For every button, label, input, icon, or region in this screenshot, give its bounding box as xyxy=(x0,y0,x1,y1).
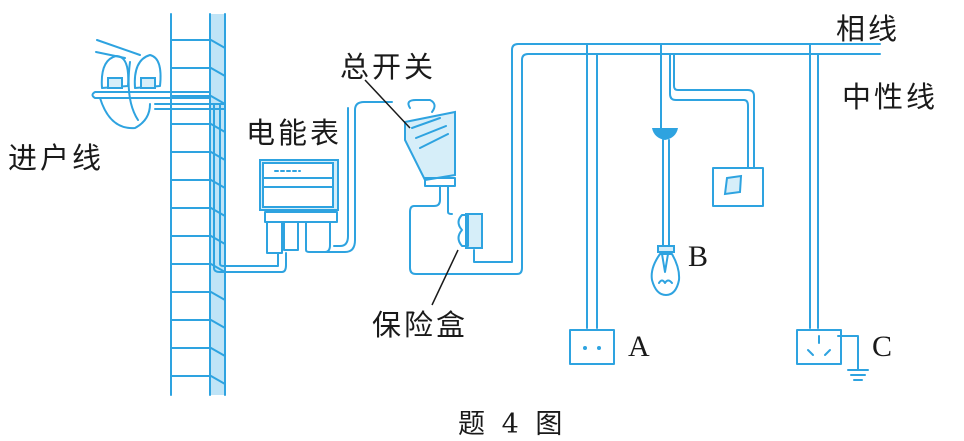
figure-caption: 题 4 图 xyxy=(458,409,567,440)
socket-c xyxy=(796,329,869,381)
brick-edge xyxy=(210,95,226,105)
brick-edge xyxy=(210,319,226,329)
energy-meter xyxy=(259,159,339,254)
main-switch xyxy=(364,79,456,187)
ceiling-rose xyxy=(652,128,678,140)
label-neutral-line: 中性线 xyxy=(842,80,939,114)
label-energy-meter: 电能表 xyxy=(246,116,343,150)
brick-edge xyxy=(210,291,226,301)
label-incoming-line: 进户线 xyxy=(8,141,105,175)
label-phase-line: 相线 xyxy=(836,12,901,46)
service-entrance-insulators xyxy=(91,39,226,130)
brick-edge xyxy=(210,39,226,49)
label-socket-a: A xyxy=(628,330,650,363)
fuse-box xyxy=(431,213,483,306)
wall-switch xyxy=(712,167,764,207)
label-main-switch: 总开关 xyxy=(340,50,437,84)
label-lamp-b: B xyxy=(688,240,709,273)
socket-a xyxy=(569,329,615,365)
brick-edge xyxy=(210,67,226,77)
lamp-b xyxy=(650,245,681,296)
brick-edge xyxy=(210,375,226,385)
label-socket-c: C xyxy=(872,330,893,363)
building-wall xyxy=(170,13,226,396)
ground-symbol xyxy=(847,369,869,381)
label-fuse-box: 保险盒 xyxy=(372,308,469,342)
brick-edge xyxy=(210,347,226,357)
